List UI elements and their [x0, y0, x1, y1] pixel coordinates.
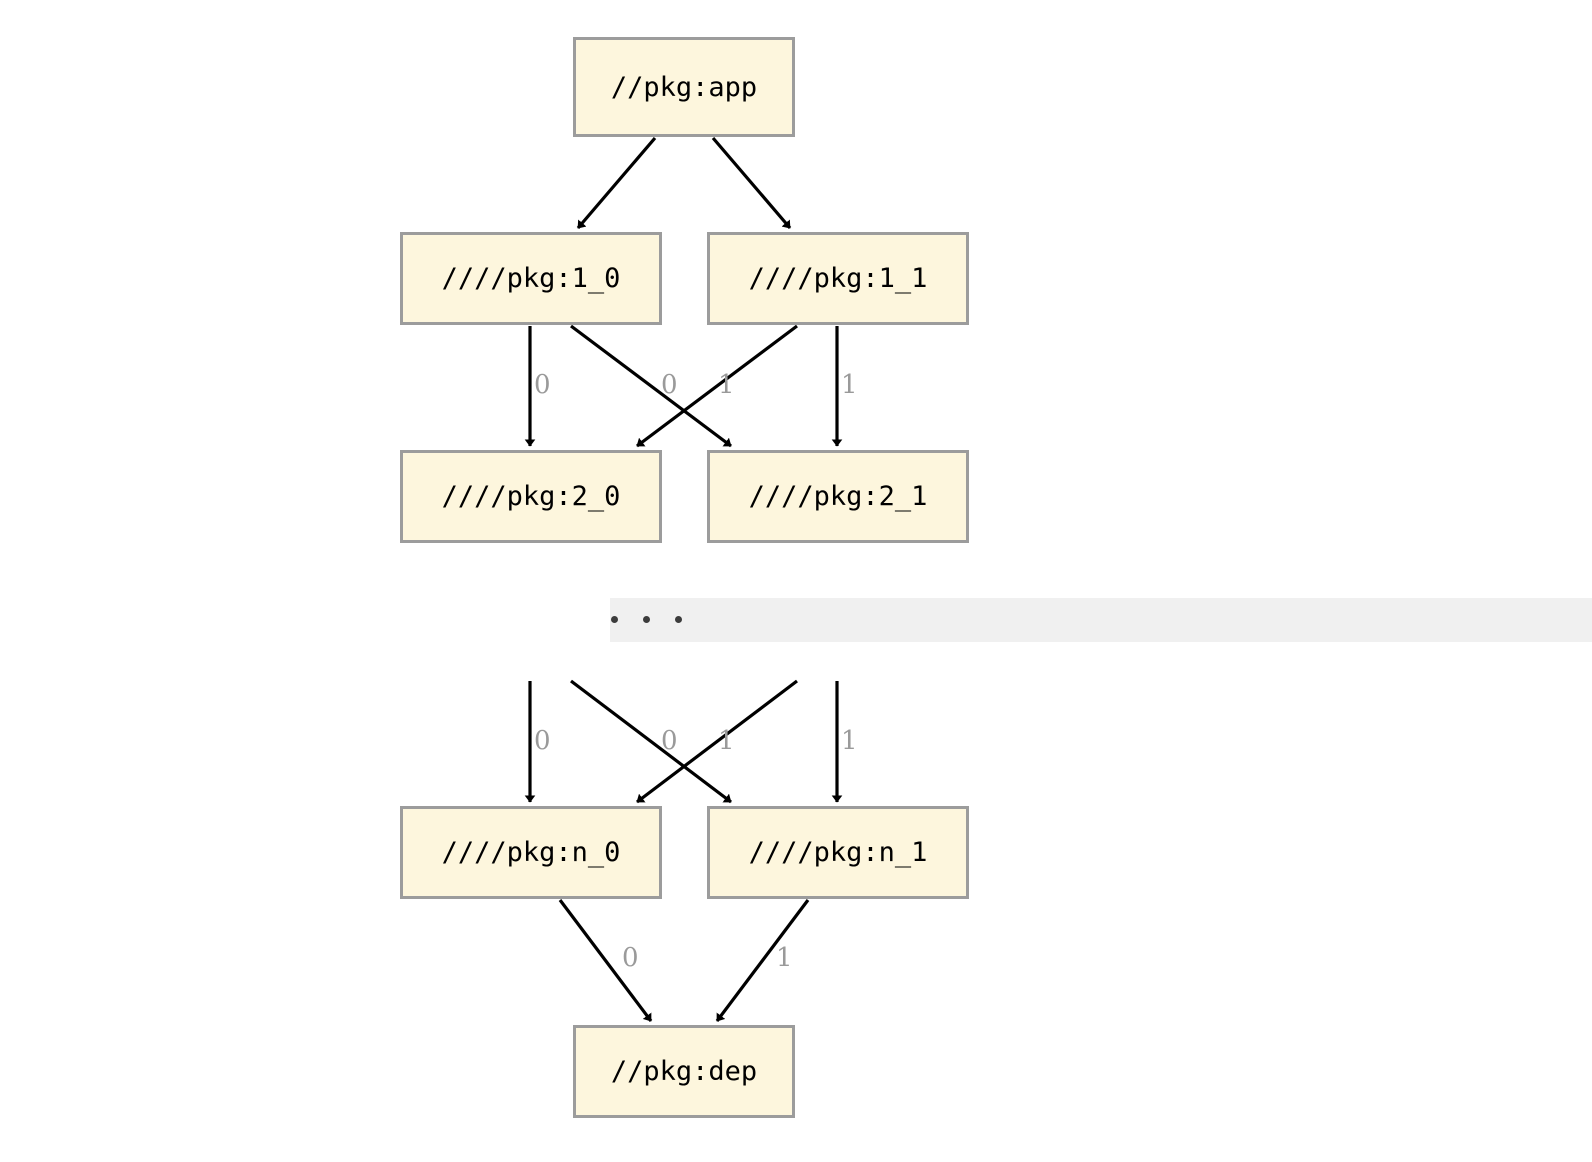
ellipsis-band — [610, 598, 1592, 642]
graph-edge-label-1_0-2_1: 0 — [661, 370, 678, 400]
graph-node-label: //pkg:dep — [610, 1056, 758, 1087]
graph-edge-label-n_1-dep: 1 — [776, 943, 793, 973]
graph-edge-x-n_1a — [570, 679, 732, 804]
graph-node-n2_1[interactable]: ////pkg:2_1 — [707, 450, 969, 543]
graph-edge-app-1_0 — [576, 136, 657, 230]
graph-node-label: ////pkg:1_1 — [748, 263, 928, 294]
graph-node-dep[interactable]: //pkg:dep — [573, 1025, 795, 1118]
graph-edge-app-1_1 — [711, 136, 792, 230]
graph-edge-label-x-n_1b: 1 — [841, 726, 858, 756]
graph-node-label: ////pkg:2_0 — [441, 481, 621, 512]
graph-node-label: ////pkg:n_1 — [748, 837, 928, 868]
graph-edge-label-1_1-2_0: 1 — [718, 370, 735, 400]
graph-node-nn_0[interactable]: ////pkg:n_0 — [400, 806, 662, 899]
graph-edge-n_1-dep — [715, 899, 810, 1022]
graph-node-label: ////pkg:1_0 — [441, 263, 621, 294]
graph-edge-label-x-n_0: 0 — [534, 726, 551, 756]
graph-node-n2_0[interactable]: ////pkg:2_0 — [400, 450, 662, 543]
graph-node-n1_0[interactable]: ////pkg:1_0 — [400, 232, 662, 325]
graph-edge-label-1_1-2_1: 1 — [841, 370, 858, 400]
graph-edge-n_0-dep — [558, 899, 653, 1022]
graph-edge-label-x-n_1a: 0 — [661, 726, 678, 756]
graph-node-label: ////pkg:2_1 — [748, 481, 928, 512]
ellipsis-dots-icon — [611, 616, 682, 623]
graph-edge-label-x-n_0b: 1 — [718, 726, 735, 756]
graph-node-label: ////pkg:n_0 — [441, 837, 621, 868]
graph-node-app[interactable]: //pkg:app — [573, 37, 795, 137]
graph-edge-label-1_0-2_0: 0 — [534, 370, 551, 400]
graph-node-label: //pkg:app — [610, 71, 758, 103]
graph-edge-1_1-2_0 — [636, 324, 798, 448]
graph-edge-label-n_0-dep: 0 — [622, 943, 639, 973]
graph-edge-x-n_0b — [636, 679, 798, 804]
graph-node-nn_1[interactable]: ////pkg:n_1 — [707, 806, 969, 899]
graph-node-n1_1[interactable]: ////pkg:1_1 — [707, 232, 969, 325]
graph-edge-1_0-2_1 — [570, 324, 732, 448]
